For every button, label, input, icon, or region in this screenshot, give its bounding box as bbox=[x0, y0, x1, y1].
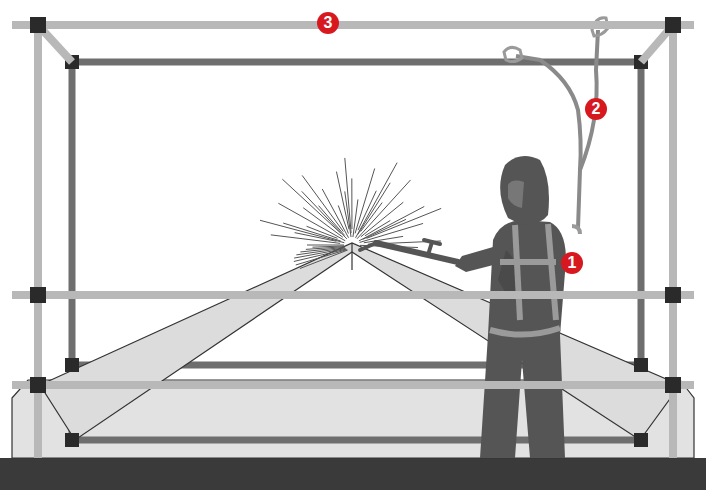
ground bbox=[0, 458, 706, 490]
front-clamps bbox=[30, 17, 681, 393]
callout-number: 1 bbox=[561, 252, 583, 274]
callout-number: 3 bbox=[317, 12, 339, 34]
roof bbox=[40, 243, 680, 440]
welder bbox=[455, 156, 580, 458]
callout-number: 2 bbox=[585, 98, 607, 120]
torch bbox=[360, 240, 458, 262]
front-frame bbox=[12, 20, 694, 458]
